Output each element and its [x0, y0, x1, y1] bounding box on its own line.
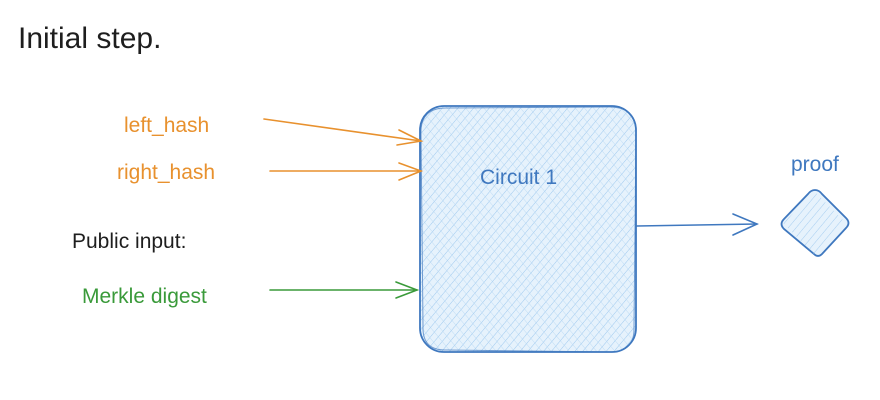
page-title: Initial step.: [18, 22, 162, 55]
right-hash-label: right_hash: [117, 161, 216, 184]
left-hash-label: left_hash: [124, 114, 210, 137]
right-hash-arrow: [269, 162, 424, 181]
proof-label: proof: [791, 153, 839, 176]
merkle-digest-label: Merkle digest: [82, 285, 207, 308]
proof-diamond-icon: [780, 189, 850, 257]
public-input-heading: Public input:: [72, 230, 187, 253]
output-arrow: [636, 213, 759, 236]
merkle-digest-arrow: [269, 281, 420, 299]
circuit-box: [419, 105, 637, 353]
circuit-label: Circuit 1: [480, 166, 558, 189]
left-hash-arrow: [263, 118, 424, 146]
